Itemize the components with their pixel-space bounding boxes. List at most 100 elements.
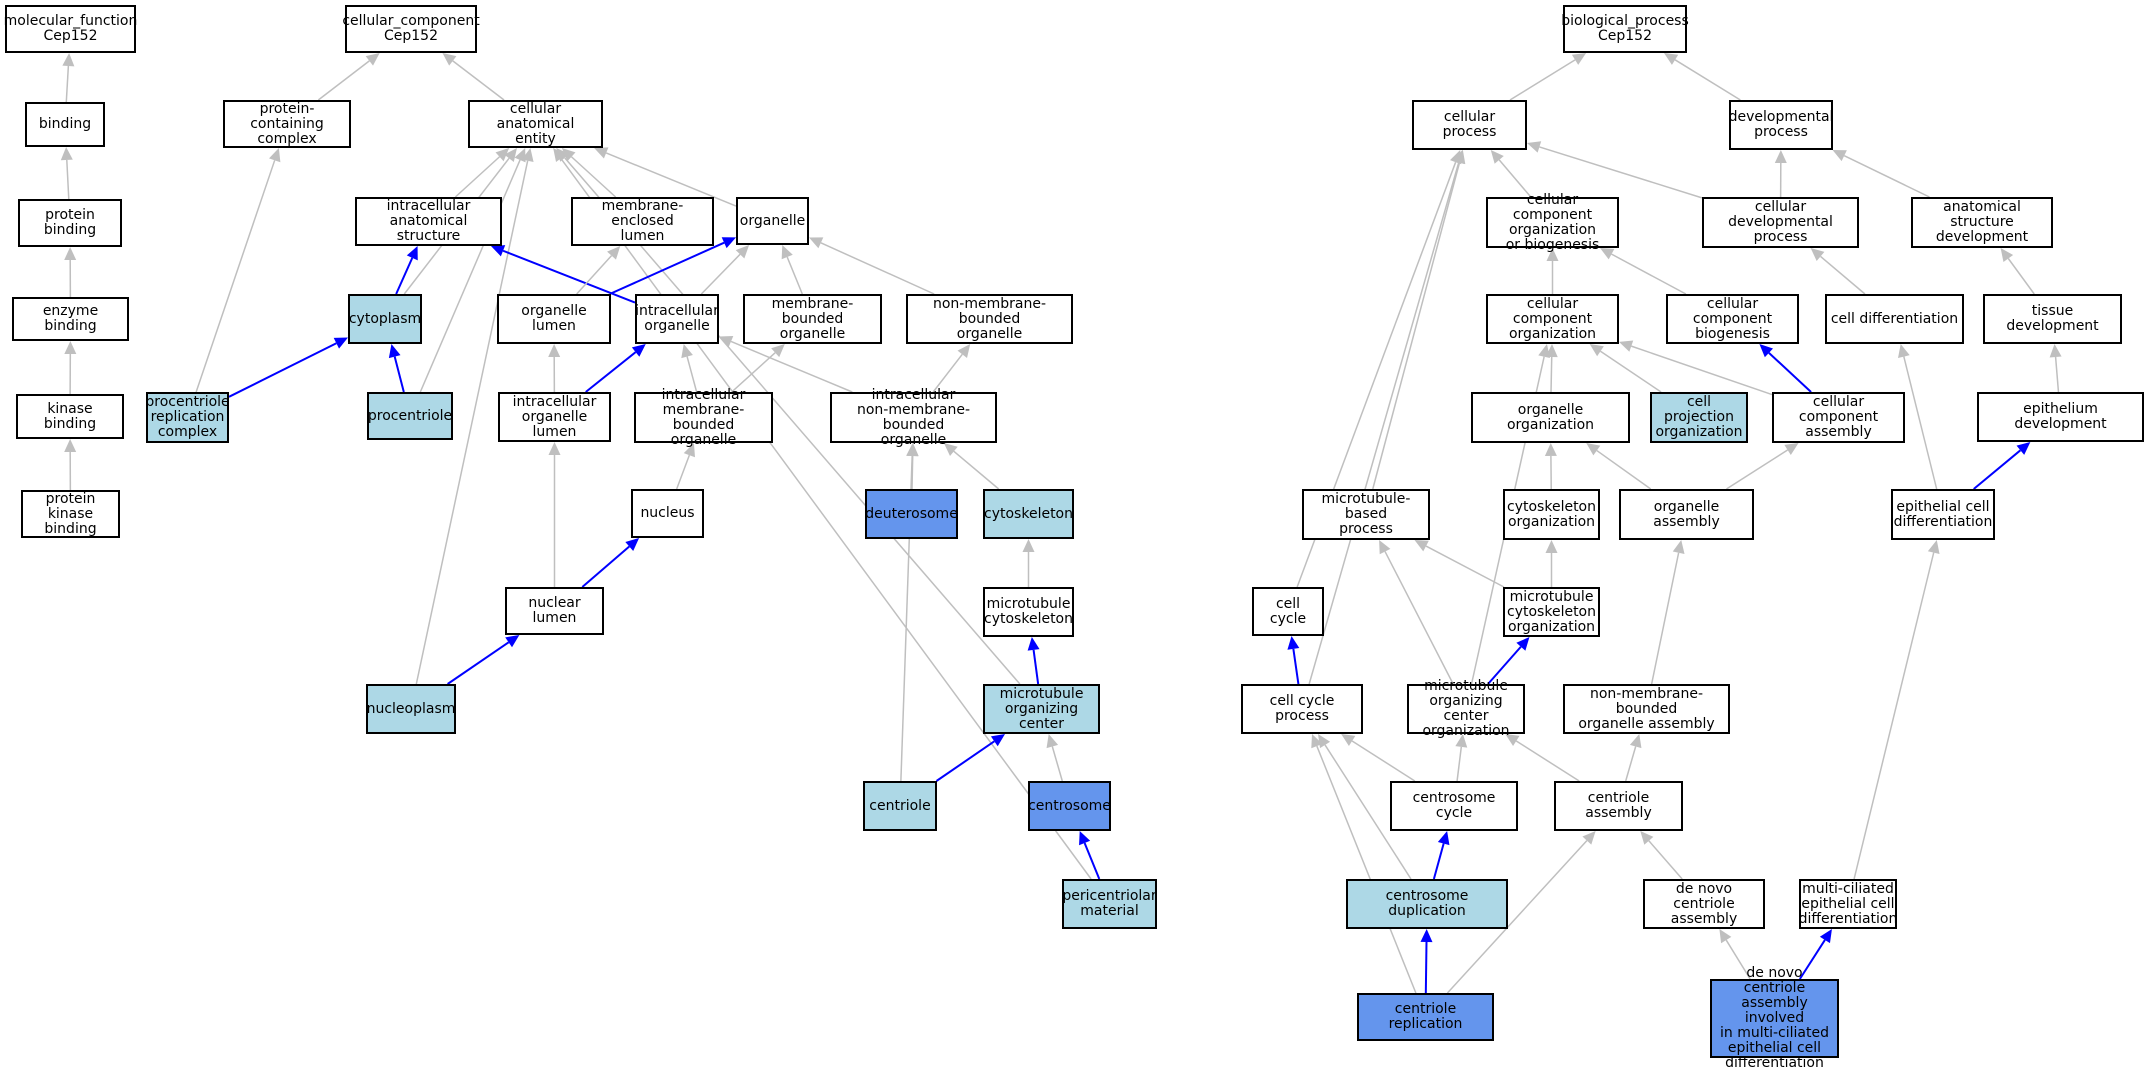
- edge-line: [1309, 162, 1459, 684]
- node-organelle[interactable]: organelle: [736, 197, 809, 245]
- node-organelle-assembly[interactable]: organelle assembly: [1619, 489, 1754, 540]
- node-nuclear-lumen[interactable]: nuclear lumen: [505, 587, 604, 635]
- node-nucleoplasm[interactable]: nucleoplasm: [366, 684, 456, 734]
- edge-line: [1854, 553, 1934, 879]
- node-deuterosome[interactable]: deuterosome: [865, 489, 958, 539]
- node-epithelial-cell-differentiation[interactable]: epithelial cell differentiation: [1891, 489, 1995, 540]
- node-centriole-assembly[interactable]: centriole assembly: [1554, 781, 1683, 831]
- node-centrosome-duplication[interactable]: centrosome duplication: [1346, 879, 1508, 929]
- node-cytoplasm[interactable]: cytoplasm: [348, 294, 422, 344]
- edge-line: [1600, 351, 1661, 392]
- node-epithelium-development[interactable]: epithelium development: [1977, 392, 2144, 442]
- edge-line: [1352, 741, 1415, 781]
- edge-line: [1626, 746, 1636, 781]
- node-microtubule-cytoskeleton[interactable]: microtubule cytoskeleton: [983, 587, 1074, 637]
- node-pericentriolar-material[interactable]: pericentriolar material: [1062, 879, 1157, 929]
- node-intracellular-organelle-lumen[interactable]: intracellular organelle lumen: [498, 392, 611, 442]
- node-anatomical-structure-development[interactable]: anatomical structure development: [1911, 197, 2053, 248]
- node-cytoskeleton[interactable]: cytoskeleton: [983, 489, 1074, 539]
- edge-arrowhead: [2001, 248, 2014, 262]
- node-biological-process-root[interactable]: biological_process Cep152: [1563, 5, 1687, 53]
- edge-arrowhead: [1438, 831, 1450, 845]
- node-binding[interactable]: binding: [25, 102, 105, 147]
- node-mt-cytoskeleton-organization[interactable]: microtubule cytoskeleton organization: [1503, 587, 1600, 637]
- edge-line: [2056, 357, 2059, 392]
- node-procentriole[interactable]: procentriole: [367, 392, 453, 440]
- edge-line: [1597, 451, 1651, 489]
- node-cellular-component-root[interactable]: cellular_component Cep152: [345, 5, 477, 53]
- node-microtubule-organizing-center[interactable]: microtubule organizing center: [983, 684, 1100, 734]
- node-non-membrane-bounded-organelle[interactable]: non-membrane-bounded organelle: [906, 294, 1073, 344]
- edge-line: [821, 243, 934, 294]
- node-intracellular-membrane-bounded-organelle[interactable]: intracellular membrane-bounded organelle: [634, 392, 773, 443]
- node-cellular-process[interactable]: cellular process: [1412, 100, 1527, 150]
- edge-line: [1649, 841, 1682, 879]
- edge-arrowhead: [1318, 734, 1330, 748]
- node-mtoc-organization[interactable]: microtubule organizing center organizati…: [1407, 684, 1525, 734]
- edge-arrowhead: [1491, 150, 1504, 164]
- edge-arrowhead: [366, 53, 380, 66]
- edge-line: [1652, 553, 1679, 684]
- node-cc-organization-or-biogenesis[interactable]: cellular component organization or bioge…: [1486, 197, 1619, 248]
- edge-line: [1974, 450, 2021, 489]
- node-cell-projection-organization[interactable]: cell projection organization: [1650, 392, 1748, 443]
- node-enzyme-binding[interactable]: enzyme binding: [12, 297, 129, 341]
- edge-arrowhead: [958, 344, 971, 358]
- edge-arrowhead: [1775, 150, 1787, 163]
- node-intracellular-non-membrane-bounded-organelle[interactable]: intracellular non-membrane-bounded organ…: [830, 392, 997, 443]
- edge-line: [582, 546, 629, 587]
- edge-line: [787, 257, 802, 294]
- edge-arrowhead: [632, 344, 646, 357]
- node-cell-cycle[interactable]: cell cycle: [1252, 587, 1324, 636]
- node-cell-differentiation[interactable]: cell differentiation: [1825, 294, 1964, 344]
- node-centriole-replication[interactable]: centriole replication: [1357, 993, 1494, 1041]
- node-nmbo-assembly[interactable]: non-membrane-bounded organelle assembly: [1563, 684, 1730, 734]
- edge-arrowhead: [1341, 734, 1355, 746]
- node-developmental-process[interactable]: developmental process: [1729, 100, 1833, 150]
- edge-arrowhead: [61, 147, 73, 160]
- node-protein-kinase-binding[interactable]: protein kinase binding: [21, 490, 120, 538]
- node-de-novo-centriole-assembly-multiciliated[interactable]: de novo centriole assembly involved in m…: [1710, 979, 1839, 1058]
- edge-arrowhead: [1784, 443, 1798, 455]
- node-centriole[interactable]: centriole: [863, 781, 937, 831]
- node-tissue-development[interactable]: tissue development: [1983, 294, 2122, 344]
- node-organelle-lumen[interactable]: organelle lumen: [497, 294, 611, 344]
- edge-arrowhead: [1538, 344, 1550, 358]
- node-protein-binding[interactable]: protein binding: [18, 199, 122, 247]
- node-protein-containing-complex[interactable]: protein-containing complex: [223, 100, 351, 148]
- edge-arrowhead: [549, 442, 561, 455]
- node-intracellular-organelle[interactable]: intracellular organelle: [635, 294, 719, 344]
- node-procentriole-replication-complex[interactable]: procentriole replication complex: [146, 392, 229, 443]
- edge-line: [731, 341, 852, 392]
- node-nucleus[interactable]: nucleus: [631, 489, 704, 538]
- node-multiciliated-epithelial-cell-differentiation[interactable]: multi-ciliated epithelial cell different…: [1799, 879, 1897, 929]
- edge-line: [453, 61, 504, 100]
- node-organelle-organization[interactable]: organelle organization: [1471, 392, 1630, 443]
- edge-line: [1373, 163, 1460, 489]
- node-membrane-enclosed-lumen[interactable]: membrane-enclosed lumen: [571, 197, 714, 246]
- node-de-novo-centriole-assembly[interactable]: de novo centriole assembly: [1643, 879, 1765, 929]
- node-cc-assembly[interactable]: cellular component assembly: [1772, 392, 1905, 443]
- node-cellular-developmental-process[interactable]: cellular developmental process: [1702, 197, 1859, 248]
- edge-line: [1385, 552, 1453, 684]
- edge-line: [396, 258, 412, 294]
- node-centrosome[interactable]: centrosome: [1028, 781, 1111, 831]
- edge-arrowhead: [548, 344, 560, 357]
- node-intracellular-anatomical-structure[interactable]: intracellular anatomical structure: [355, 197, 502, 246]
- edge-arrowhead: [1898, 344, 1910, 358]
- edge-arrowhead: [505, 635, 519, 647]
- node-kinase-binding[interactable]: kinase binding: [16, 394, 124, 439]
- node-cellular-anatomical-entity[interactable]: cellular anatomical entity: [468, 100, 603, 148]
- edge-line: [1904, 357, 1937, 489]
- edge-line: [1034, 650, 1039, 684]
- node-microtubule-based-process[interactable]: microtubule-based process: [1302, 489, 1430, 540]
- node-cc-organization[interactable]: cellular component organization: [1486, 294, 1619, 344]
- node-membrane-bounded-organelle[interactable]: membrane-bounded organelle: [743, 294, 882, 344]
- node-molecular-function-root[interactable]: molecular_function Cep152: [5, 5, 136, 53]
- node-centrosome-cycle[interactable]: centrosome cycle: [1390, 781, 1518, 831]
- node-cytoskeleton-organization[interactable]: cytoskeleton organization: [1503, 489, 1600, 540]
- edge-line: [1293, 649, 1298, 684]
- edge-arrowhead: [1664, 53, 1678, 65]
- node-cc-biogenesis[interactable]: cellular component biogenesis: [1666, 294, 1799, 344]
- node-cell-cycle-process[interactable]: cell cycle process: [1241, 684, 1363, 734]
